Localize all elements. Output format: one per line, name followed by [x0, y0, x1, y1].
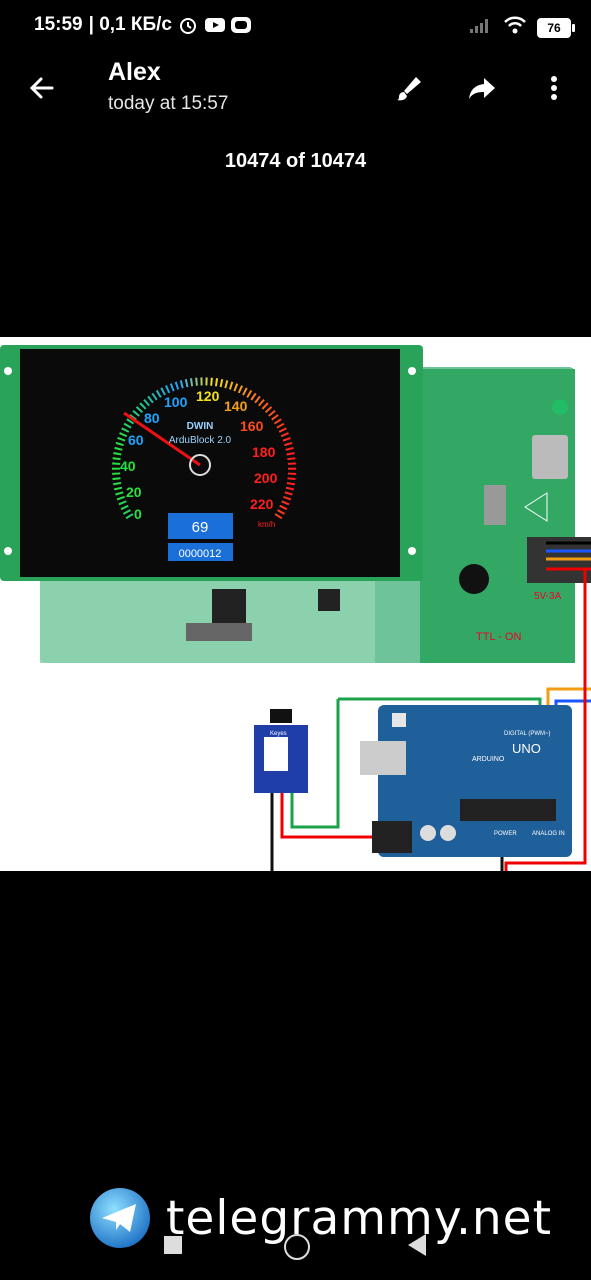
gauge-label: 220	[250, 496, 274, 512]
home-button[interactable]	[284, 1234, 310, 1260]
gauge-label: 120	[196, 388, 220, 404]
gauge-hub	[189, 454, 211, 476]
power-label: POWER	[494, 831, 517, 837]
gauge-label: 40	[120, 458, 136, 474]
more-vert-icon	[551, 76, 557, 100]
battery-icon: 76	[537, 17, 575, 38]
speed-value: 69	[192, 519, 209, 536]
back-nav-button[interactable]	[408, 1234, 426, 1256]
digital-label: DIGITAL (PWM~)	[504, 731, 551, 737]
wifi-icon	[503, 15, 527, 40]
forward-icon	[469, 78, 495, 99]
gauge-label: 80	[144, 410, 160, 426]
alarm-icon	[178, 15, 198, 35]
gauge-label: 100	[164, 394, 188, 410]
ttl-label: TTL - ON	[476, 631, 521, 643]
arduino-brand: ARDUINO	[472, 756, 505, 763]
odometer-box	[168, 543, 233, 561]
gauge-label: 0	[134, 506, 142, 522]
brush-icon	[397, 77, 421, 101]
recents-button[interactable]	[164, 1236, 182, 1254]
edit-button[interactable]	[392, 70, 428, 106]
chat-icon	[230, 15, 251, 35]
gauge-label: 160	[240, 418, 264, 434]
display-subtitle: ArduBlock 2.0	[169, 435, 232, 446]
navigation-bar	[0, 1228, 591, 1264]
media-counter: 10474 of 10474	[224, 150, 367, 172]
sender-name: Alex	[108, 58, 161, 86]
message-time: today at 15:57	[108, 93, 229, 114]
network-speed: | 0,1 КБ/с	[88, 14, 172, 35]
more-button[interactable]	[536, 70, 572, 106]
gauge-label: 180	[252, 444, 276, 460]
analog-label: ANALOG IN	[532, 831, 565, 837]
signal-icon	[469, 16, 493, 39]
voltage-label: 5V-3A	[534, 591, 562, 602]
gauge-label: 60	[128, 432, 144, 448]
speed-value-box	[168, 513, 233, 539]
photo-viewer-image[interactable]: 5V-3A TTL - ON 0 20 40 60 80	[0, 337, 591, 871]
share-button[interactable]	[464, 70, 500, 106]
display-brand: DWIN	[187, 421, 214, 432]
back-button[interactable]	[24, 70, 60, 106]
watermark-text: telegrammy.net	[166, 1190, 553, 1246]
gauge-label: 20	[126, 484, 142, 500]
sensor-label: Keyes	[270, 731, 287, 737]
speedometer-gauge: 0 20 40 60 80 100 120 140 160 180 200 22…	[112, 377, 296, 529]
clock: 15:59	[34, 14, 83, 35]
speed-unit: km/h	[258, 520, 275, 529]
gauge-label: 200	[254, 470, 278, 486]
status-bar: 15:59 | 0,1 КБ/с 76	[0, 0, 591, 56]
watermark: telegrammy.net	[88, 1186, 552, 1250]
arrow-left-icon	[29, 77, 54, 99]
youtube-icon	[204, 15, 225, 35]
arduino-model: UNO	[512, 741, 541, 756]
telegram-globe-icon	[90, 1188, 150, 1248]
viewer-toolbar: Alex today at 15:57	[0, 56, 591, 126]
gauge-label: 140	[224, 398, 248, 414]
gauge-needle	[123, 411, 201, 467]
odometer-value: 0000012	[179, 548, 222, 560]
